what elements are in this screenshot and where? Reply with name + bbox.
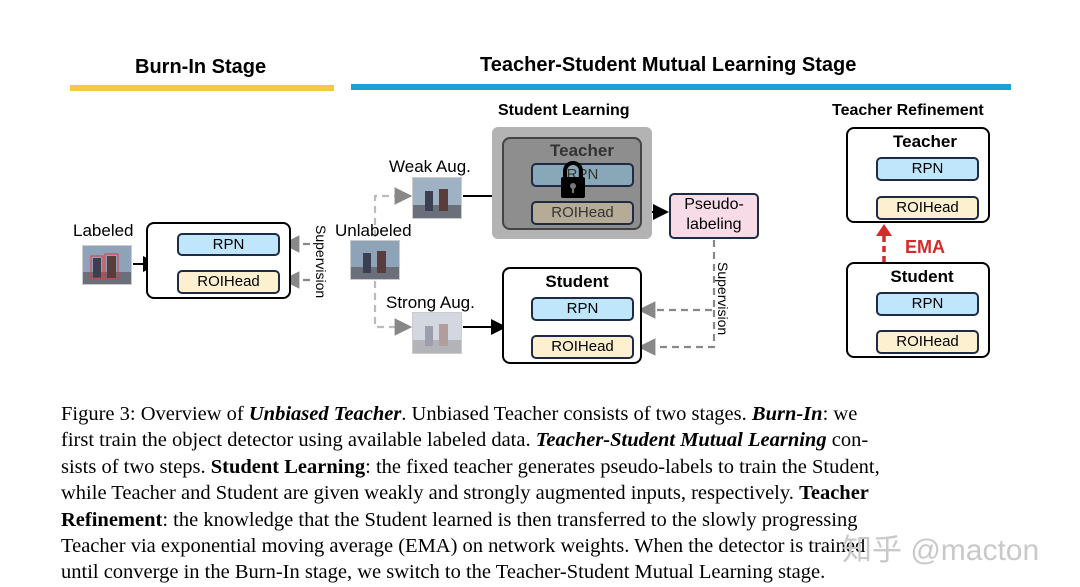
refinement-teacher-rpn-module: RPN bbox=[876, 157, 979, 181]
refinement-teacher-roihead-module: ROIHead bbox=[876, 196, 979, 220]
student-rpn-module: RPN bbox=[531, 297, 634, 321]
burn-in-roihead-module: ROIHead bbox=[177, 270, 280, 294]
student-supervision-label: Supervision bbox=[715, 262, 731, 336]
refinement-student-rpn-module: RPN bbox=[876, 292, 979, 316]
caption-text-run: Teacher-Student Mutual Learning bbox=[535, 429, 827, 452]
caption-text-run: Teacher bbox=[799, 482, 869, 505]
labeled-label: Labeled bbox=[73, 221, 134, 240]
caption-text-run: . Unbiased Teacher consists of two stage… bbox=[401, 403, 752, 425]
labeled-image-thumbnail bbox=[82, 245, 132, 285]
mutual-learning-stage-title: Teacher-Student Mutual Learning Stage bbox=[480, 54, 857, 76]
student-title: Student bbox=[545, 272, 609, 291]
burn-in-stage-title: Burn-In Stage bbox=[135, 56, 267, 78]
teacher-refinement-title: Teacher Refinement bbox=[832, 102, 984, 119]
caption-text-run: Figure 3: Overview of bbox=[61, 403, 249, 425]
strong-aug-image-thumbnail bbox=[412, 312, 462, 354]
mutual-learning-stage-bar bbox=[351, 84, 1011, 90]
teacher-title: Teacher bbox=[550, 141, 614, 160]
teacher-roihead-module: ROIHead bbox=[531, 201, 634, 225]
figure-caption: Figure 3: Overview of Unbiased Teacher. … bbox=[61, 401, 1011, 586]
caption-text-run: : the knowledge that the Student learned… bbox=[162, 508, 858, 531]
pseudo-labeling-box: Pseudo- labeling bbox=[669, 193, 759, 239]
refinement-teacher-title: Teacher bbox=[893, 132, 957, 151]
caption-line: Figure 3: Overview of Unbiased Teacher. … bbox=[61, 401, 1011, 427]
caption-text-run: until converge in the Burn-In stage, we … bbox=[61, 561, 826, 584]
caption-text-run: con- bbox=[826, 429, 869, 452]
caption-text-run: first train the object detector using av… bbox=[61, 429, 536, 452]
site-watermark: 知乎 @macton bbox=[842, 534, 1040, 567]
caption-line: until converge in the Burn-In stage, we … bbox=[61, 559, 1011, 585]
caption-text-run: : we bbox=[822, 403, 858, 425]
burn-in-rpn-module: RPN bbox=[177, 233, 280, 256]
caption-text-run: Student Learning bbox=[210, 455, 366, 478]
weak-aug-label: Weak Aug. bbox=[389, 157, 471, 176]
refinement-student-roihead-module: ROIHead bbox=[876, 330, 979, 354]
caption-text-run: sists of two steps. bbox=[61, 455, 211, 478]
caption-line: Refinement: the knowledge that the Stude… bbox=[61, 507, 1011, 533]
burn-in-supervision-label: Supervision bbox=[313, 225, 329, 299]
student-learning-title: Student Learning bbox=[498, 102, 630, 119]
caption-line: Teacher via exponential moving average (… bbox=[61, 533, 1011, 559]
caption-text-run: while Teacher and Student are given weak… bbox=[61, 482, 800, 505]
caption-text-run: Unbiased Teacher bbox=[248, 403, 402, 425]
unlabeled-image-thumbnail bbox=[350, 240, 400, 280]
student-roihead-module: ROIHead bbox=[531, 335, 634, 359]
caption-line: first train the object detector using av… bbox=[61, 427, 1011, 453]
refinement-student-title: Student bbox=[890, 267, 954, 286]
burn-in-stage-bar bbox=[70, 85, 334, 91]
ema-label: EMA bbox=[905, 237, 945, 257]
caption-text-run: Teacher via exponential moving average (… bbox=[61, 535, 866, 558]
caption-text-run: Refinement bbox=[61, 508, 163, 531]
weak-aug-image-thumbnail bbox=[412, 177, 462, 219]
lock-icon bbox=[558, 160, 588, 200]
caption-text-run: Burn-In bbox=[751, 403, 823, 425]
caption-line: while Teacher and Student are given weak… bbox=[61, 480, 1011, 506]
strong-aug-label: Strong Aug. bbox=[386, 293, 475, 312]
caption-text-run: : the fixed teacher generates pseudo-lab… bbox=[365, 455, 880, 478]
unlabeled-label: Unlabeled bbox=[335, 221, 412, 240]
caption-line: sists of two steps. Student Learning: th… bbox=[61, 454, 1011, 480]
